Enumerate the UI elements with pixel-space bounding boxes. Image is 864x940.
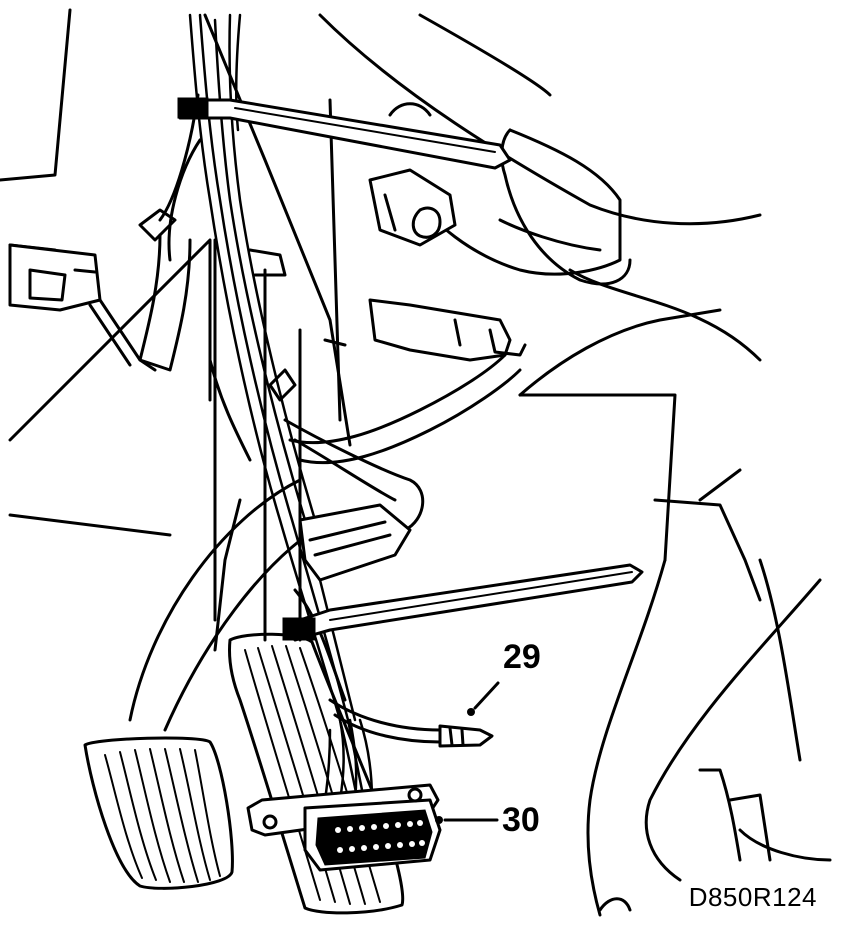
callout-number-29: 29 [503,638,541,676]
cable-ties [177,97,644,642]
left-pedal [83,358,332,890]
diagnostic-connector [246,783,442,872]
background-structure [0,8,832,917]
switch-connectors [8,168,527,582]
callout-number-30: 30 [502,801,540,839]
callout-leaders [435,681,500,824]
figure-reference-code: D850R124 [688,882,817,912]
